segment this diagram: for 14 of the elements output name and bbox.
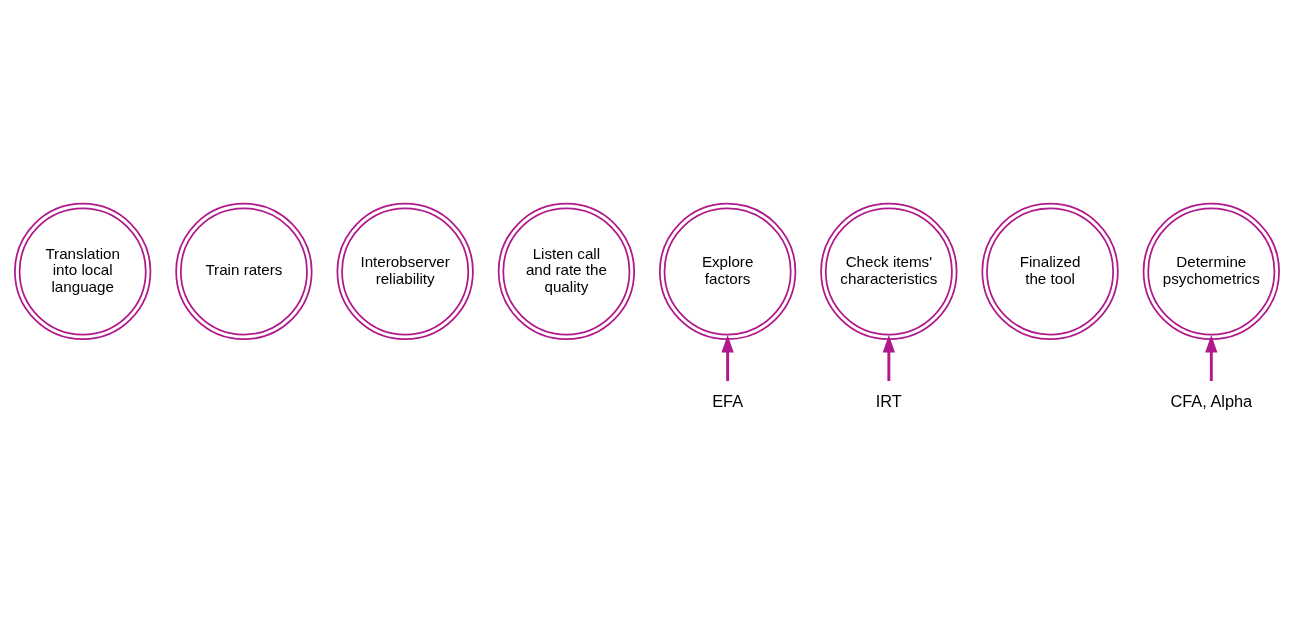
node-text: IRT <box>875 391 902 410</box>
node-circle: Finalized the tool <box>981 202 1119 340</box>
node-circle: Check items' characteristics <box>820 202 958 340</box>
node-circle: Determine psychometrics <box>1142 202 1280 340</box>
node-text: EFA <box>712 391 744 410</box>
node-circle: Translation into local language <box>14 202 152 340</box>
arrow <box>882 334 895 381</box>
node-circle: Train raters <box>175 202 313 340</box>
node-text: CFA, Alpha <box>1170 391 1253 410</box>
arrow <box>1205 334 1218 381</box>
node-circle: Interobserver reliability <box>336 202 474 340</box>
node-circle: Listen call and rate the quality <box>497 202 636 340</box>
node-circle: Explore factors <box>658 202 797 340</box>
arrow <box>721 334 734 381</box>
